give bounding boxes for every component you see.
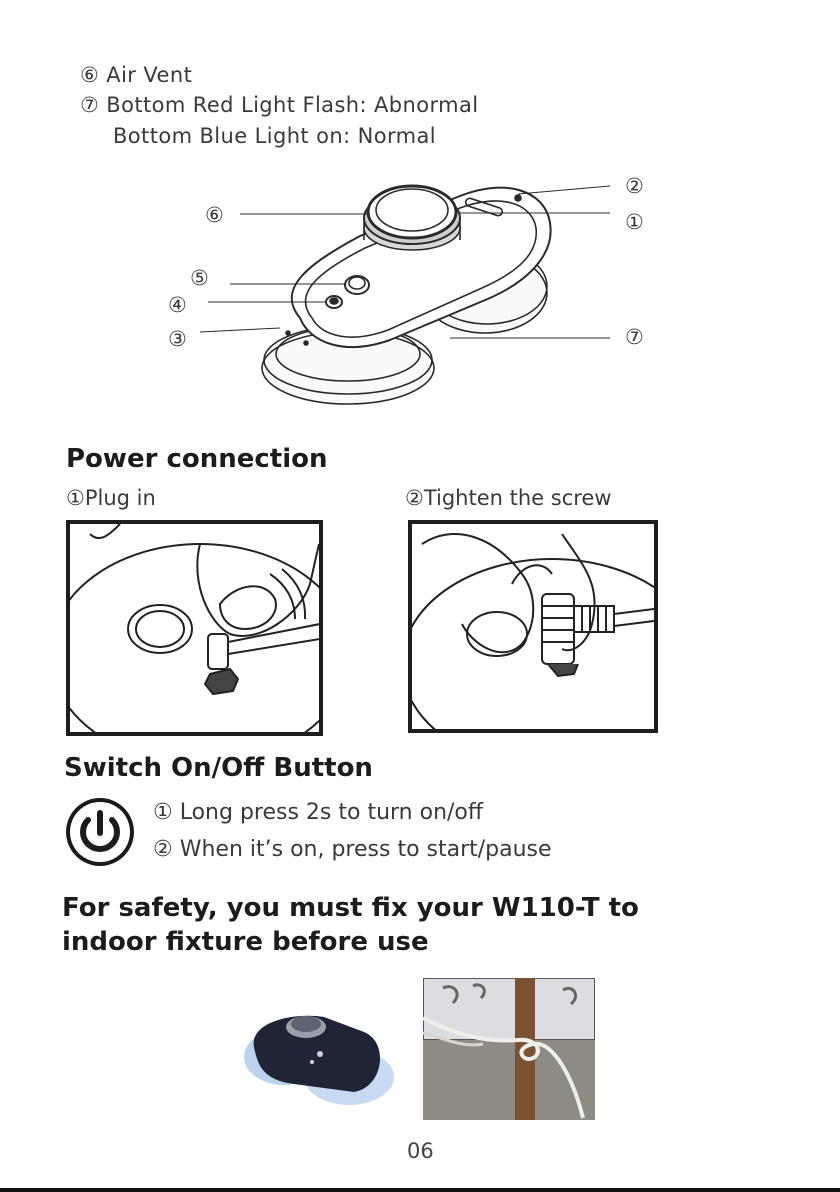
- legend-red-light: ⑦ Bottom Red Light Flash: Abnormal: [80, 93, 479, 117]
- callout-3: ③: [168, 327, 187, 351]
- safety-warning-line-1: For safety, you must fix your W110-T to: [62, 891, 782, 925]
- callout-2: ②: [625, 174, 644, 198]
- callout-5: ⑤: [190, 266, 209, 290]
- safety-warning-line-2: indoor fixture before use: [62, 925, 782, 959]
- switch-instruction-2: ② When it’s on, press to start/pause: [153, 837, 552, 862]
- switch-instruction-1: ① Long press 2s to turn on/off: [153, 800, 483, 825]
- callout-4: ④: [168, 293, 187, 317]
- step-tighten-screw: ②Tighten the screw: [405, 486, 612, 510]
- bottom-rule: [0, 1188, 840, 1192]
- callout-6: ⑥: [205, 203, 224, 227]
- robot-photo: [234, 992, 410, 1114]
- robot-diagram: [160, 168, 680, 413]
- fixture-photo: [423, 978, 595, 1120]
- tighten-screw-illustration: [408, 520, 658, 733]
- callout-7: ⑦: [625, 325, 644, 349]
- callout-1: ①: [625, 210, 644, 234]
- page-number: 06: [407, 1139, 434, 1163]
- power-button-icon: [64, 796, 136, 868]
- switch-button-heading: Switch On/Off Button: [64, 753, 373, 783]
- plug-in-illustration: [66, 520, 323, 736]
- step-plug-in: ①Plug in: [66, 486, 156, 510]
- legend-air-vent: ⑥ Air Vent: [80, 63, 192, 87]
- safety-warning: For safety, you must fix your W110-T to …: [62, 891, 782, 959]
- power-connection-heading: Power connection: [66, 444, 328, 474]
- legend-blue-light: Bottom Blue Light on: Normal: [113, 124, 436, 148]
